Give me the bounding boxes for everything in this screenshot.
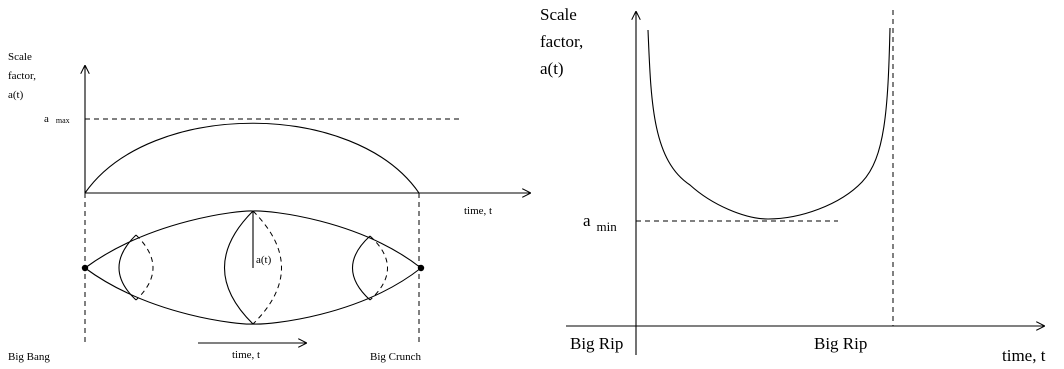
right-ylabel-line: Scale — [540, 5, 577, 24]
radius-label: a(t) — [256, 254, 272, 266]
right-ylabel-line: factor, — [540, 32, 583, 51]
right-ylabel-line: a(t) — [540, 59, 564, 78]
middle-section-solid — [224, 210, 254, 325]
scale-factor-curve — [647, 27, 891, 220]
right-section-dashed — [369, 235, 388, 301]
left-section-solid — [118, 234, 137, 301]
scale-factor-curve — [84, 122, 420, 194]
left-section-dashed — [135, 234, 154, 301]
left-xlabel: time, t — [464, 205, 492, 217]
right-xlabel: time, t — [1002, 346, 1046, 365]
amax-label: a max — [44, 109, 70, 126]
time-arrow-label: time, t — [232, 349, 260, 361]
big-crunch-point — [417, 264, 425, 272]
left-ylabel-line: factor, — [8, 70, 36, 82]
amin-label: a min — [583, 211, 617, 234]
amax-sub: max — [56, 116, 70, 125]
right-ylabel: Scale factor, a(t) — [540, 5, 587, 78]
amax-base: a — [44, 113, 49, 125]
left-ylabel: Scale factor, a(t) — [8, 51, 39, 101]
big-rip-right-label: Big Rip — [814, 334, 867, 353]
right-section-solid — [351, 235, 371, 301]
big-rip-left-label: Big Rip — [570, 334, 623, 353]
middle-section-dashed — [252, 210, 282, 325]
amin-sub: min — [597, 219, 618, 234]
big-bang-label: Big Bang — [8, 351, 50, 363]
universe-lower-edge — [84, 267, 422, 325]
big-crunch-label: Big Crunch — [370, 351, 422, 363]
left-ylabel-line: Scale — [8, 51, 32, 63]
right-panel: Scale factor, a(t) a min time, t Big Rip… — [540, 5, 1046, 365]
left-ylabel-line: a(t) — [8, 89, 24, 101]
amin-base: a — [583, 211, 591, 230]
left-panel: Scale factor, a(t) a max time, t a(t) ti… — [8, 51, 530, 363]
big-bang-point — [81, 264, 89, 272]
